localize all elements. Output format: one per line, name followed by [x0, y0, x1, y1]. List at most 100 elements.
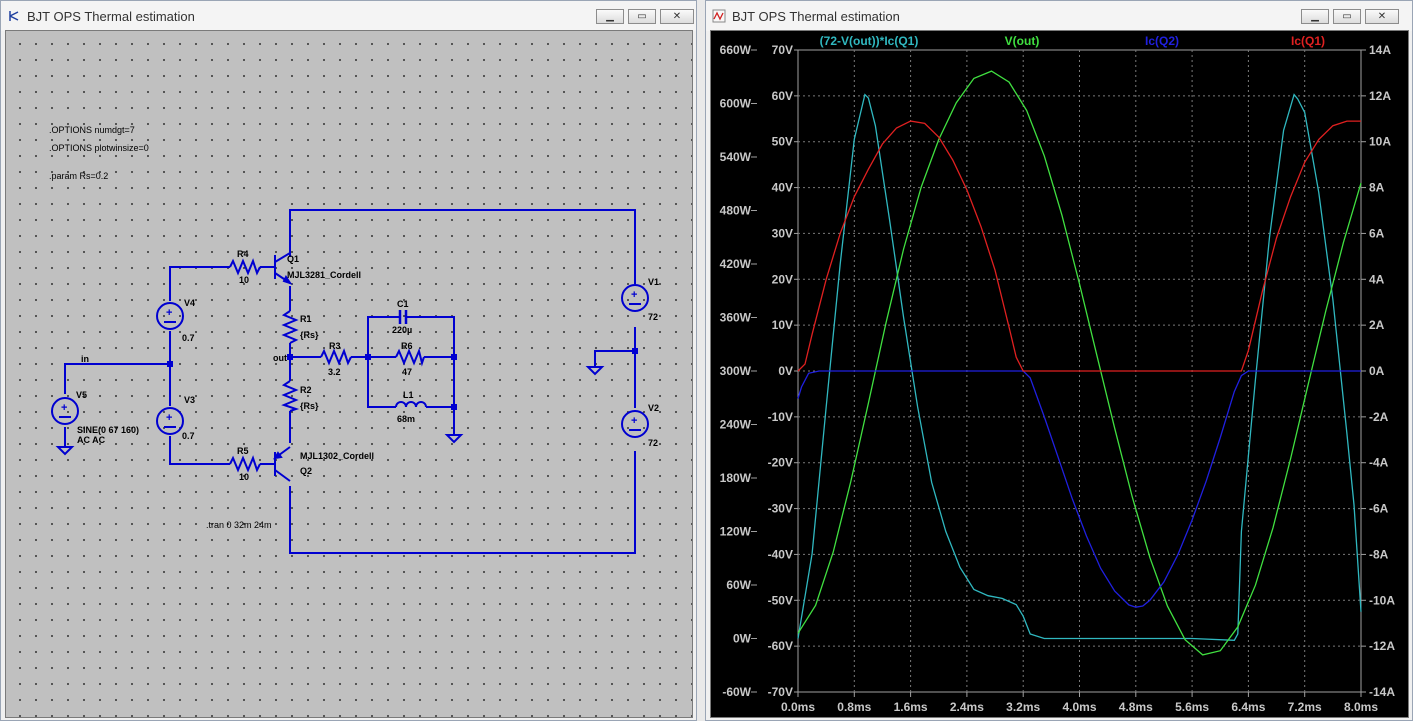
y-tick-label-voltage: -20V	[768, 456, 793, 470]
x-tick-label: 0.0ms	[781, 700, 815, 714]
svg-text:+: +	[166, 307, 172, 319]
voltage-source-v5[interactable]: +	[51, 397, 79, 425]
y-tick-label-power: 480W	[720, 204, 752, 218]
capacitor-c1[interactable]	[398, 310, 408, 324]
minimize-button[interactable]: ▁	[596, 9, 624, 24]
transistor-q2[interactable]	[273, 446, 291, 482]
spice-directive[interactable]: .OPTIONS numdgt=7	[49, 125, 135, 135]
resistor-r2[interactable]	[281, 380, 300, 412]
value-v2: 72	[648, 438, 658, 448]
ground-symbol	[444, 434, 464, 444]
waveform-app-icon	[712, 9, 726, 23]
junction-dot	[451, 354, 457, 360]
legend-label: Ic(Q2)	[1145, 34, 1179, 48]
schematic-window: BJT OPS Thermal estimation ▁ ▭ ✕	[0, 0, 697, 721]
y-tick-label-current: -14A	[1369, 685, 1395, 699]
schematic-window-title: BJT OPS Thermal estimation	[27, 9, 195, 24]
y-tick-label-current: 4A	[1369, 272, 1385, 286]
resistor-r1[interactable]	[281, 310, 299, 344]
x-tick-label: 1.6ms	[894, 700, 928, 714]
y-tick-label-current: -2A	[1369, 410, 1389, 424]
resistor-r4[interactable]	[229, 258, 261, 276]
label-q2: Q2	[300, 466, 312, 476]
legend-label: Ic(Q1)	[1291, 34, 1325, 48]
value-r1: {Rs}	[300, 330, 319, 340]
y-tick-label-voltage: -60V	[768, 639, 793, 653]
model-q2: MJL1302_Cordell	[300, 451, 374, 461]
value-r6: 47	[402, 367, 412, 377]
junction-dot	[287, 354, 293, 360]
inductor-l1[interactable]	[395, 401, 427, 408]
ground-symbol	[585, 366, 605, 376]
resistor-r5[interactable]	[229, 455, 261, 473]
maximize-button[interactable]: ▭	[628, 9, 656, 24]
y-tick-label-current: -10A	[1369, 593, 1395, 607]
y-tick-label-current: -6A	[1369, 502, 1389, 516]
minimize-button[interactable]: ▁	[1301, 9, 1329, 24]
y-tick-label-power: 360W	[720, 311, 752, 325]
voltage-source-v1[interactable]: +	[621, 284, 649, 312]
net-label-out: out	[273, 353, 287, 363]
y-tick-label-current: 10A	[1369, 135, 1391, 149]
y-tick-label-power: 660W	[720, 43, 752, 57]
schematic-canvas[interactable]: + + + + +	[5, 30, 693, 718]
y-tick-label-current: -12A	[1369, 639, 1395, 653]
value-v3: 0.7	[182, 431, 195, 441]
y-tick-label-current: 12A	[1369, 89, 1391, 103]
voltage-source-v2[interactable]: +	[621, 410, 649, 438]
x-tick-label: 8.0ms	[1344, 700, 1378, 714]
y-tick-label-power: 60W	[726, 578, 751, 592]
x-tick-label: 5.6ms	[1175, 700, 1209, 714]
y-tick-label-voltage: -70V	[768, 685, 793, 699]
transistor-q1[interactable]	[274, 252, 293, 285]
y-tick-label-power: 540W	[720, 150, 752, 164]
junction-dot	[632, 348, 638, 354]
junction-dot	[167, 361, 173, 367]
y-tick-label-power: 120W	[720, 525, 752, 539]
net-label-in: in	[81, 354, 89, 364]
y-tick-label-voltage: -50V	[768, 593, 793, 607]
voltage-source-v4[interactable]: +	[156, 302, 184, 330]
y-tick-label-voltage: 70V	[772, 43, 793, 57]
schematic-titlebar[interactable]: BJT OPS Thermal estimation ▁ ▭ ✕	[1, 1, 696, 31]
resistor-r3[interactable]	[320, 348, 352, 366]
value-v5-ac: AC AC	[77, 435, 106, 445]
y-tick-label-voltage: 60V	[772, 89, 793, 103]
tran-directive[interactable]: .tran 0 32m 24m	[206, 520, 272, 530]
waveform-window: BJT OPS Thermal estimation ▁ ▭ ✕ 0.0ms 0.…	[705, 0, 1413, 721]
value-l1: 68m	[397, 414, 415, 424]
close-button[interactable]: ✕	[660, 9, 694, 24]
svg-text:+: +	[631, 289, 637, 301]
x-tick-label: 4.8ms	[1119, 700, 1153, 714]
y-tick-label-power: 240W	[720, 418, 752, 432]
value-r4: 10	[239, 275, 249, 285]
y-tick-label-current: -4A	[1369, 456, 1389, 470]
maximize-button[interactable]: ▭	[1333, 9, 1361, 24]
y-tick-label-voltage: 30V	[772, 226, 793, 240]
y-tick-label-voltage: -40V	[768, 547, 793, 561]
junction-dot	[365, 354, 371, 360]
y-tick-label-power: 420W	[720, 257, 752, 271]
voltage-source-v3[interactable]: +	[156, 407, 184, 435]
y-tick-label-power: -60W	[722, 685, 751, 699]
label-q1: Q1	[287, 254, 299, 264]
schematic-app-icon	[9, 11, 19, 21]
x-tick-label: 0.8ms	[837, 700, 871, 714]
y-tick-label-power: 600W	[720, 97, 752, 111]
spice-directive[interactable]: .param Rs=0.2	[49, 171, 108, 181]
value-r5: 10	[239, 472, 249, 482]
y-tick-label-current: -8A	[1369, 547, 1389, 561]
svg-text:+: +	[61, 402, 67, 414]
spice-directive[interactable]: .OPTIONS plotwinsize=0	[49, 143, 149, 153]
close-button[interactable]: ✕	[1365, 9, 1399, 24]
resistor-r6[interactable]	[395, 347, 425, 367]
waveform-titlebar[interactable]: BJT OPS Thermal estimation ▁ ▭ ✕	[706, 1, 1412, 31]
label-r3: R3	[329, 341, 341, 351]
y-tick-label-voltage: 20V	[772, 272, 793, 286]
y-tick-label-current: 8A	[1369, 181, 1385, 195]
y-tick-label-voltage: 50V	[772, 135, 793, 149]
label-v1: V1	[648, 277, 659, 287]
label-r5: R5	[237, 446, 249, 456]
